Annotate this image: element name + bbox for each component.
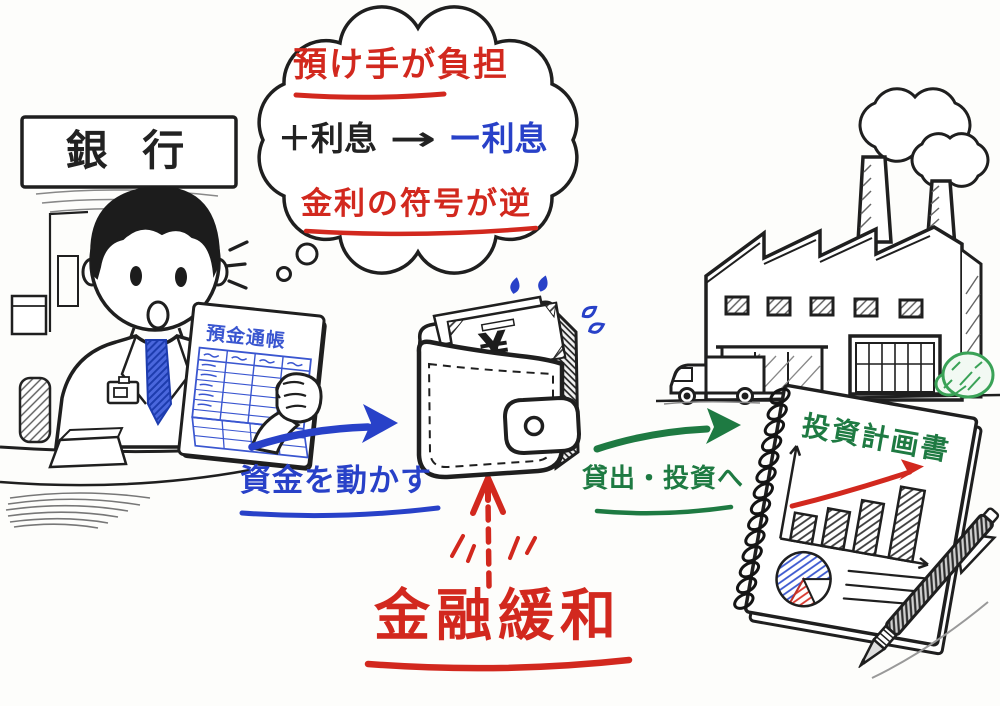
monetary-easing-label: 金融緩和 <box>374 584 622 649</box>
easing-arrow <box>364 475 633 672</box>
pen-illustration <box>858 507 1000 669</box>
wallet-snap <box>523 415 545 437</box>
counter-illustration <box>0 426 301 529</box>
interest-before-label: ＋利息 <box>278 119 377 158</box>
pie-chart <box>775 550 832 608</box>
bank-facade <box>10 115 238 336</box>
text-lines <box>842 569 928 605</box>
factory-windows <box>724 295 924 319</box>
teller-hair <box>90 185 221 280</box>
growth-arrow <box>789 469 913 509</box>
bubble-interest-formula: ＋利息 → ー利息 <box>278 119 548 158</box>
red-underline-burden <box>293 91 447 100</box>
right-arrow-glyph: → <box>389 119 437 158</box>
thought-bubble <box>257 5 579 282</box>
bubble-signflip-label: 金利の符号が逆 <box>301 186 532 222</box>
bush-illustration <box>934 351 995 399</box>
truck-illustration <box>663 355 766 405</box>
name-badge <box>106 380 140 405</box>
sweat-drops <box>510 275 606 334</box>
pen-clip <box>958 534 997 576</box>
bubble-burden-label: 預け手が負担 <box>293 45 509 85</box>
pen-shadow <box>871 601 989 679</box>
move-funds-label: 資金を動かす <box>240 463 432 499</box>
spiral-binding <box>733 387 791 610</box>
surprise-marks <box>224 240 249 290</box>
interest-after-label: ー利息 <box>448 119 548 158</box>
chair-back <box>18 376 52 444</box>
bank-sign-board <box>20 115 238 189</box>
lending-investment-label: 貸出・投資へ <box>582 464 745 494</box>
factory-illustration <box>655 87 1000 437</box>
blue-underline <box>239 505 441 519</box>
teller-mouth <box>146 300 170 330</box>
red-underline-easing <box>364 656 633 672</box>
red-underline-signflip <box>303 225 539 237</box>
lending-arrow <box>593 408 741 516</box>
green-underline <box>594 504 734 516</box>
teller-hand <box>250 372 323 455</box>
smoke-cloud-2 <box>910 132 990 188</box>
deposit-arrow <box>239 404 441 519</box>
teller-tie <box>144 339 173 427</box>
wallet-illustration: ¥ <box>416 295 582 480</box>
counter-name-plate <box>48 435 128 469</box>
bank-sign-label: 銀 行 <box>65 126 195 175</box>
bar-chart <box>779 445 929 570</box>
notebook-illustration: 投資計画書 <box>733 383 983 656</box>
